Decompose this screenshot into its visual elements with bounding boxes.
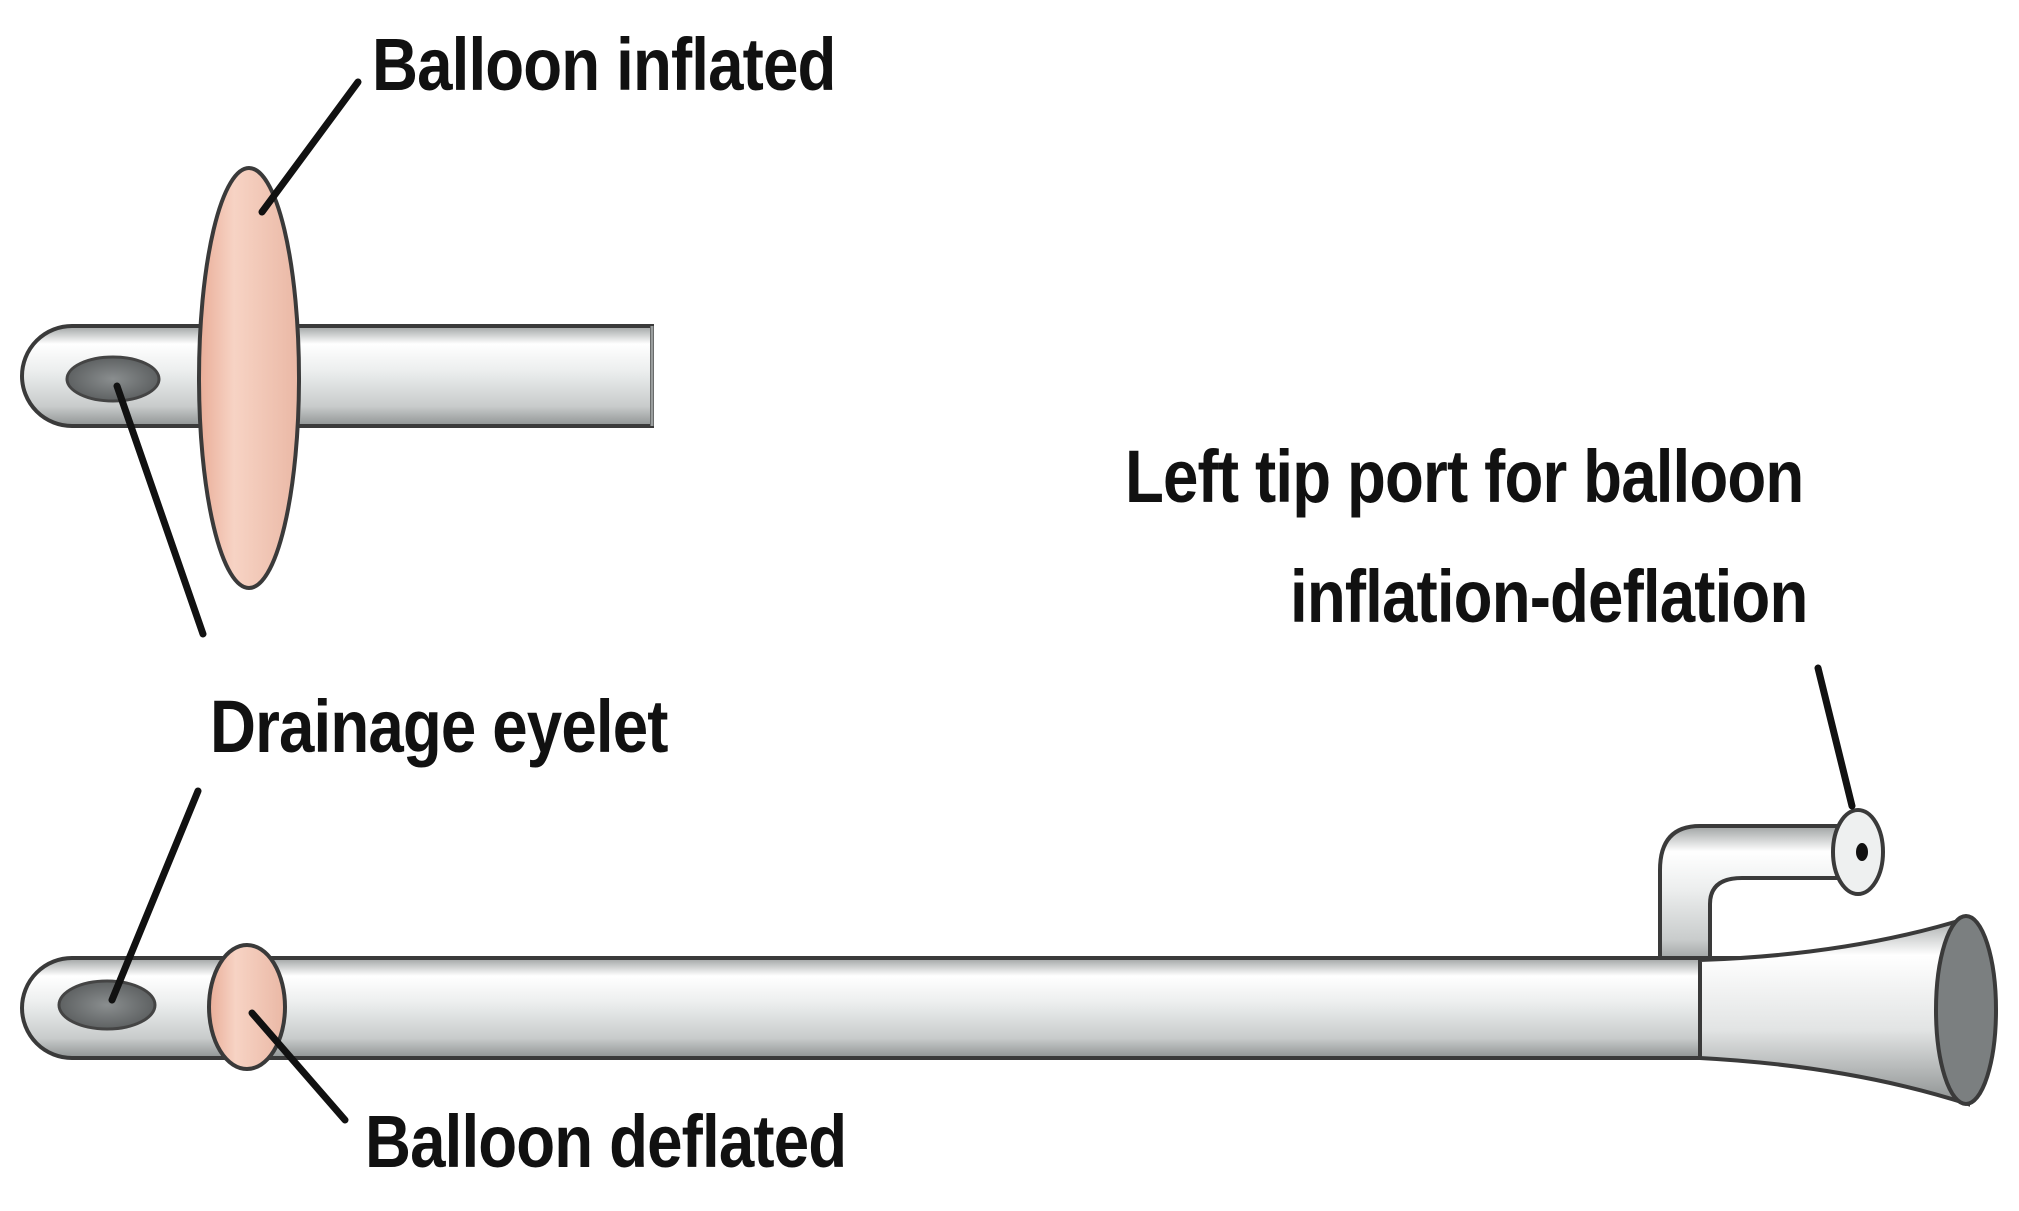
lower-tube [20, 956, 1783, 1060]
funnel-opening [1934, 914, 1998, 1106]
lower-catheter [20, 808, 1998, 1107]
label-drainage-eyelet: Drainage eyelet [210, 685, 668, 768]
drainage-eyelet-lower [57, 979, 157, 1031]
leader-eyelet-upper [113, 382, 207, 638]
drainage-eyelet-upper [65, 355, 161, 403]
leader-lines [108, 78, 1856, 1124]
balloon-deflated-shape [207, 943, 287, 1071]
label-port-line2: inflation-deflation [1290, 555, 1808, 638]
leader-eyelet-lower [108, 787, 202, 1004]
upper-catheter [20, 166, 654, 590]
balloon-inflated-shape [197, 166, 301, 590]
label-balloon-deflated: Balloon deflated [365, 1100, 847, 1183]
funnel [1698, 915, 1970, 1107]
leader-balloon-inflated [258, 78, 362, 216]
label-balloon-inflated: Balloon inflated [372, 23, 836, 106]
label-port-line1: Left tip port for balloon [1125, 435, 1804, 518]
upper-tube [20, 324, 654, 428]
side-port-arm [1658, 824, 1854, 970]
leader-balloon-deflated [248, 1009, 349, 1124]
leader-port [1814, 664, 1856, 810]
